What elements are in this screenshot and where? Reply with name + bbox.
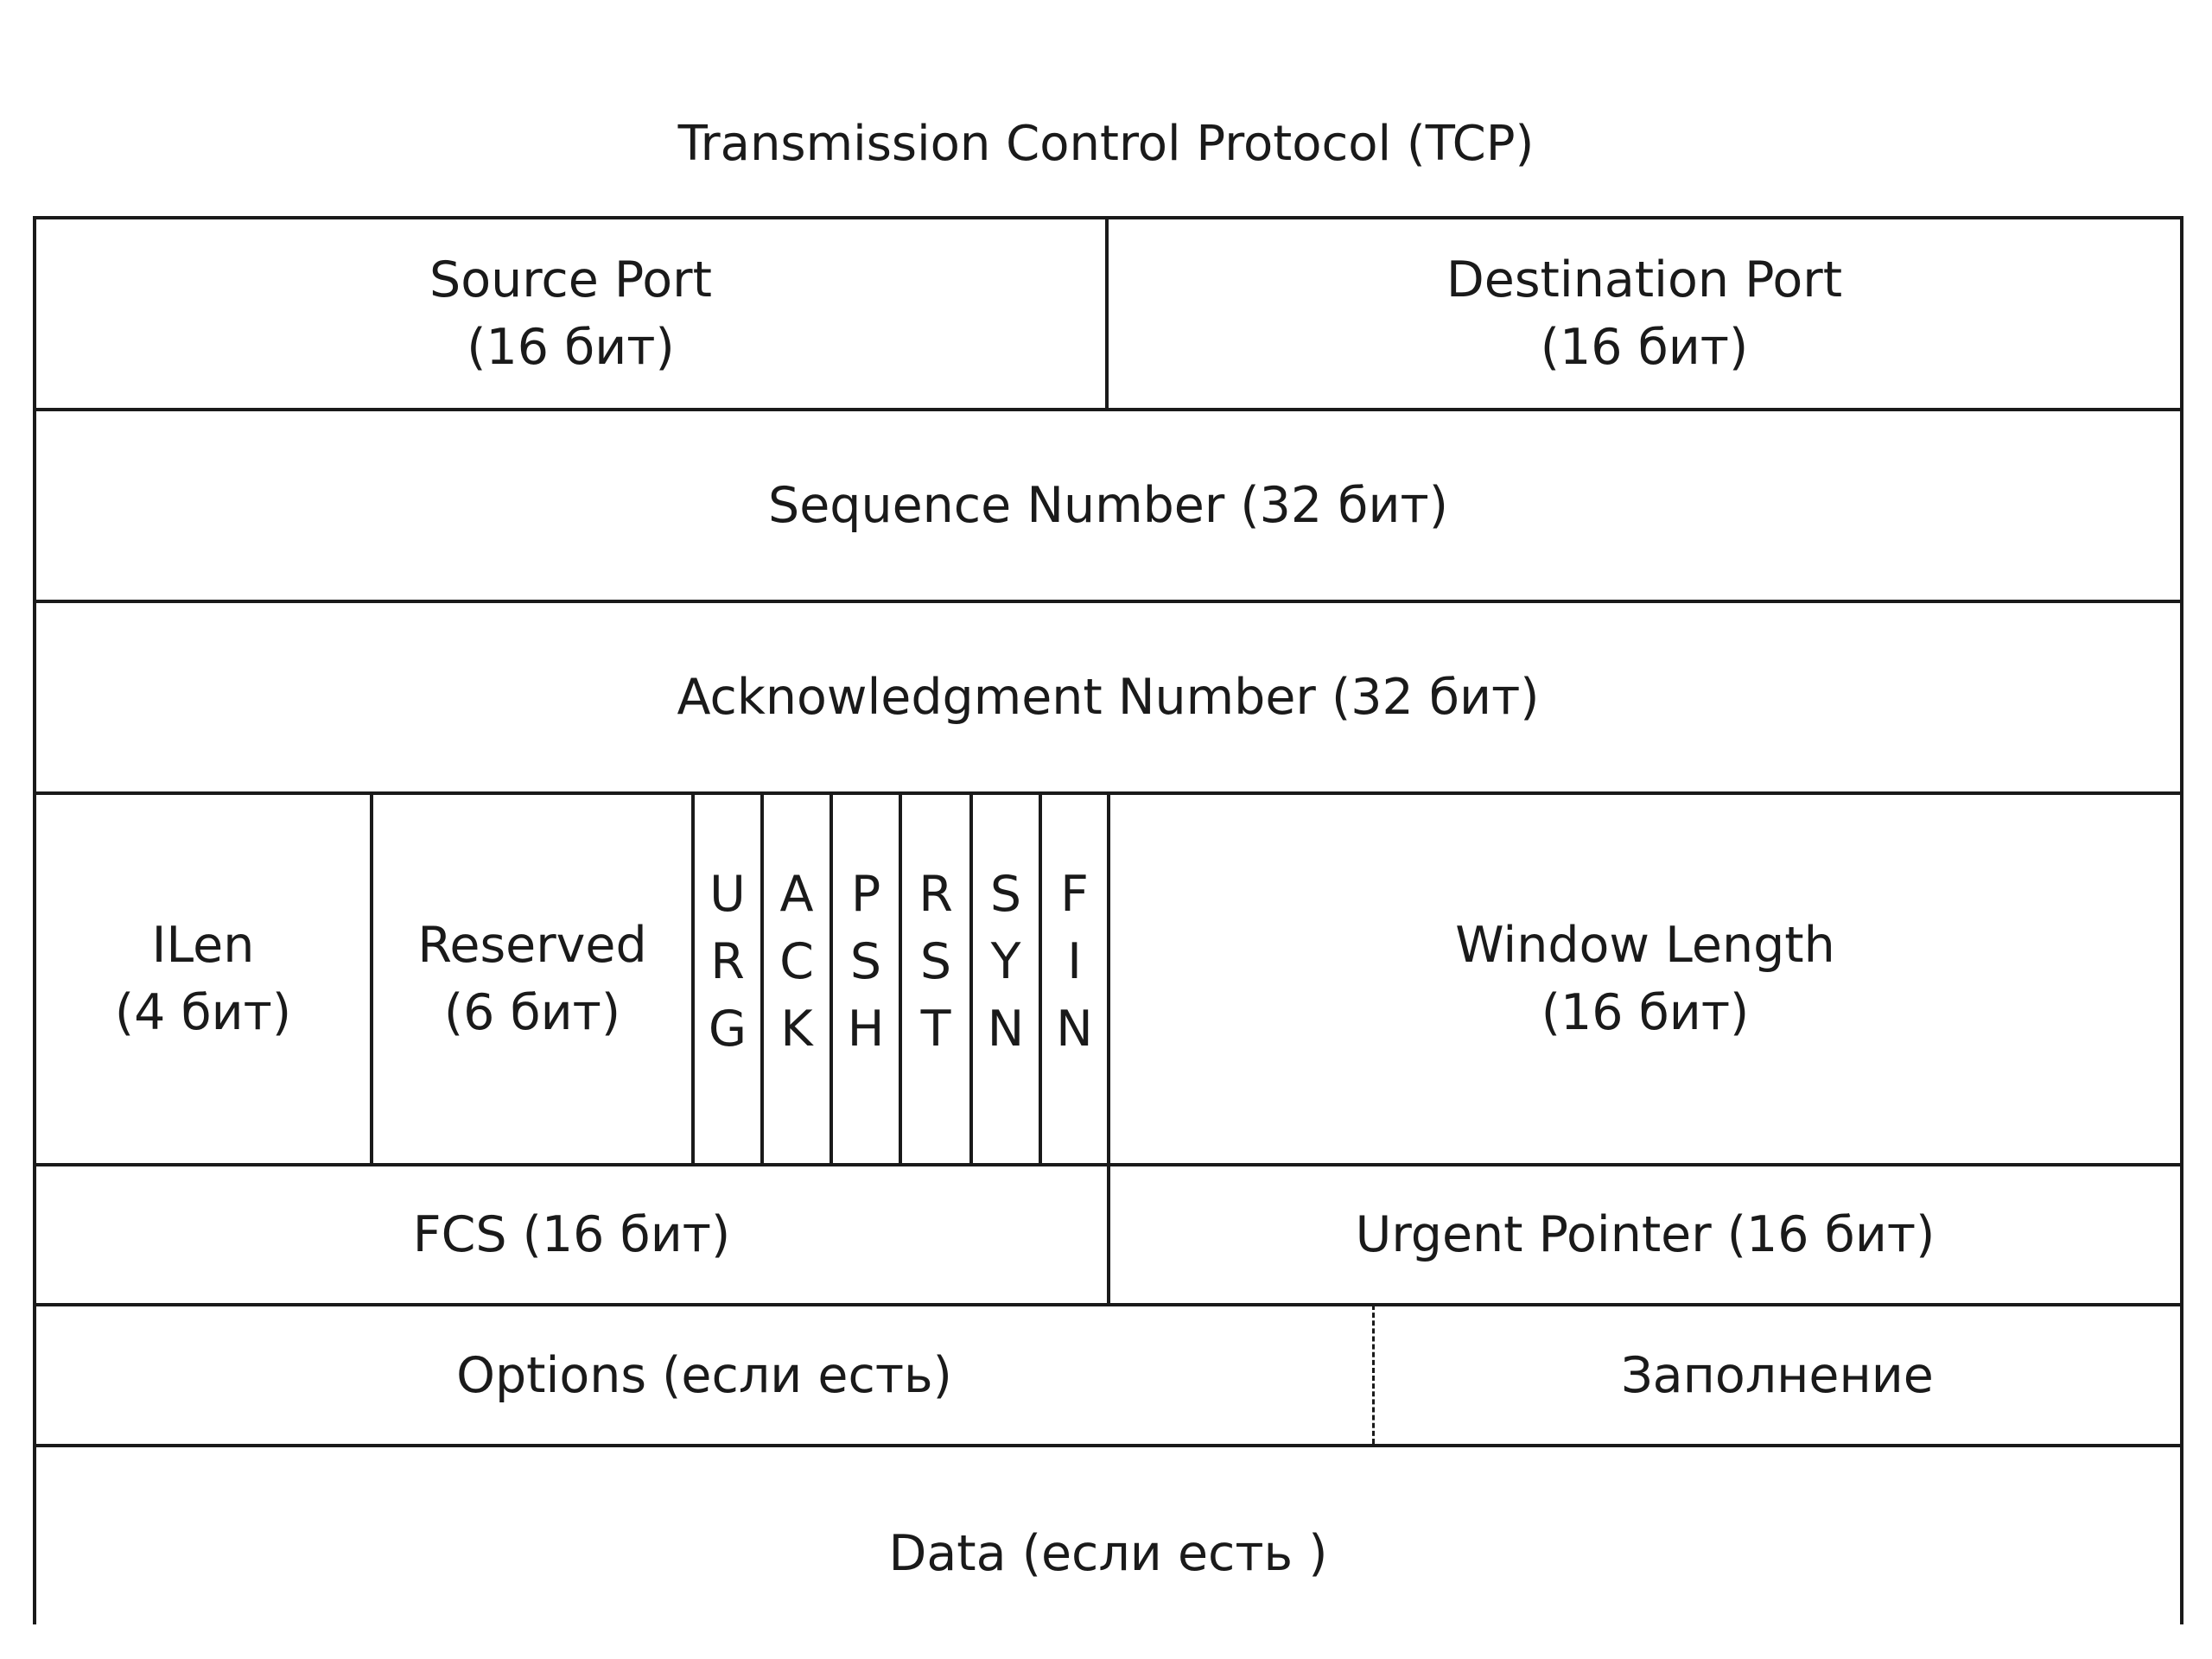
- flag-ack-letter-3: K: [780, 1001, 813, 1058]
- flag-urg-letter-1: U: [709, 866, 746, 923]
- flag-urg: U R G: [695, 855, 760, 1068]
- source-port-label: Source Port (16 бит): [429, 251, 712, 376]
- diagram-title: Transmission Control Protocol (TCP): [677, 116, 1535, 172]
- flag-psh-letter-3: H: [847, 1001, 885, 1058]
- flag-urg-letter-2: R: [710, 933, 745, 990]
- options-field: Options (если есть): [36, 1306, 1372, 1444]
- ilen-label: ILen (4 бит): [114, 917, 292, 1041]
- options-label: Options (если есть): [456, 1346, 952, 1404]
- flag-ack-letter-1: A: [779, 866, 814, 923]
- flag-fin-letter-2: I: [1067, 933, 1082, 990]
- border-left: [33, 216, 36, 1624]
- flag-ack: A C K: [764, 855, 830, 1068]
- flag-rst: R S T: [902, 855, 969, 1068]
- flag-divider-5: [1039, 791, 1042, 1165]
- urgent-pointer-label: Urgent Pointer (16 бит): [1355, 1206, 1936, 1263]
- flag-rst-letter-3: T: [920, 1001, 951, 1058]
- ilen-divider: [370, 791, 373, 1165]
- row-divider-5: [33, 1303, 2183, 1306]
- urgent-pointer-field: Urgent Pointer (16 бит): [1110, 1166, 2180, 1303]
- flag-fin-letter-1: F: [1060, 866, 1089, 923]
- port-divider: [1105, 216, 1109, 410]
- fcs-label: FCS (16 бит): [412, 1206, 731, 1263]
- flag-divider-1: [760, 791, 764, 1165]
- window-length-field: Window Length (16 бит): [1110, 795, 2180, 1163]
- flag-divider-3: [899, 791, 902, 1165]
- flag-divider-2: [830, 791, 833, 1165]
- reserved-divider: [691, 791, 695, 1165]
- flag-rst-letter-2: S: [919, 933, 952, 990]
- flag-divider-4: [969, 791, 973, 1165]
- destination-port-field: Destination Port (16 бит): [1109, 219, 2180, 408]
- reserved-field: Reserved (6 бит): [373, 795, 691, 1163]
- data-label: Data (если есть ): [888, 1524, 1328, 1582]
- border-right: [2180, 216, 2183, 1624]
- padding-label: Заполнение: [1621, 1346, 1934, 1404]
- flag-rst-letter-1: R: [918, 866, 953, 923]
- source-port-field: Source Port (16 бит): [36, 219, 1105, 408]
- flag-psh: P S H: [833, 855, 899, 1068]
- destination-port-label: Destination Port (16 бит): [1446, 251, 1843, 376]
- row-divider-2: [33, 600, 2183, 603]
- flag-psh-letter-2: S: [849, 933, 882, 990]
- flag-fin-letter-3: N: [1056, 1001, 1093, 1058]
- row-divider-1: [33, 408, 2183, 411]
- flag-syn-letter-1: S: [989, 866, 1022, 923]
- acknowledgment-number-field: Acknowledgment Number (32 бит): [36, 603, 2180, 791]
- sequence-number-label: Sequence Number (32 бит): [768, 477, 1448, 534]
- acknowledgment-number-label: Acknowledgment Number (32 бит): [677, 669, 1540, 726]
- options-padding-divider: [1372, 1305, 1375, 1444]
- window-length-label: Window Length (16 бит): [1455, 917, 1835, 1041]
- reserved-label: Reserved (6 бит): [417, 917, 647, 1041]
- flag-syn-letter-2: Y: [990, 933, 1021, 990]
- fcs-field: FCS (16 бит): [36, 1166, 1107, 1303]
- data-field: Data (если есть ): [36, 1447, 2180, 1659]
- flags-window-divider: [1107, 791, 1110, 1165]
- flag-fin: F I N: [1042, 855, 1107, 1068]
- flag-psh-letter-1: P: [850, 866, 881, 923]
- flag-urg-letter-3: G: [708, 1001, 747, 1058]
- padding-field: Заполнение: [1375, 1306, 2180, 1444]
- flag-syn: S Y N: [973, 855, 1039, 1068]
- sequence-number-field: Sequence Number (32 бит): [36, 411, 2180, 600]
- ilen-field: ILen (4 бит): [36, 795, 370, 1163]
- flag-syn-letter-3: N: [987, 1001, 1025, 1058]
- row-divider-6: [33, 1444, 2183, 1447]
- fcs-divider: [1107, 1163, 1110, 1305]
- flag-ack-letter-2: C: [779, 933, 814, 990]
